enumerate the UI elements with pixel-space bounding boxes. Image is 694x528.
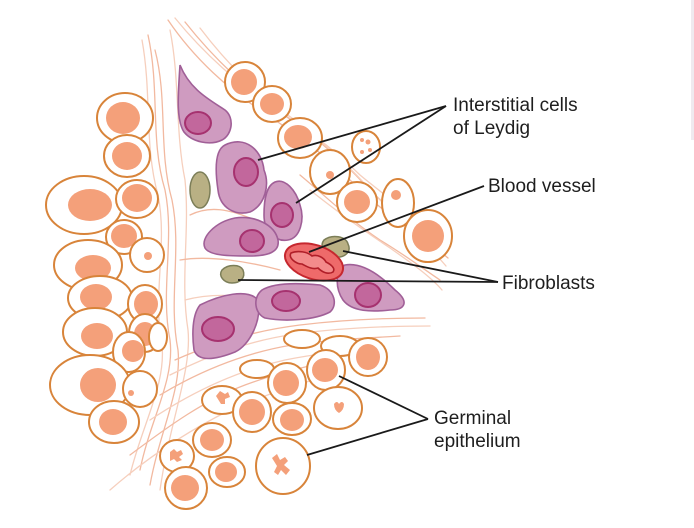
leader-fibroblast-1 [342, 250, 499, 283]
label-germinal-line2: epithelium [434, 431, 521, 452]
germinal-epithelium-bottom [159, 329, 388, 510]
germinal-epithelium-left [45, 92, 168, 444]
leader-lines [237, 105, 499, 456]
leader-blood-vessel [308, 185, 485, 253]
label-blood-vessel: Blood vessel [488, 176, 596, 197]
leader-germinal-2 [306, 418, 429, 456]
leader-germinal-1 [338, 375, 429, 420]
right-edge-divider [691, 0, 694, 140]
label-leydig-line2: of Leydig [453, 118, 531, 139]
leader-fibroblast-2 [237, 279, 499, 283]
label-germinal-line1: Germinal [434, 408, 512, 429]
germinal-epithelium-upper-right [224, 61, 453, 263]
label-germinal-epithelium: Germinal epithelium [434, 407, 521, 453]
label-fibroblasts: Fibroblasts [502, 273, 595, 294]
leader-leydig-1 [257, 105, 447, 161]
label-leydig-line1: Interstitial cells [453, 95, 578, 116]
blood-vessel [283, 242, 345, 282]
leader-leydig-2 [295, 105, 447, 204]
leydig-cells [177, 64, 405, 360]
label-leydig: Interstitial cells of Leydig [453, 94, 578, 140]
